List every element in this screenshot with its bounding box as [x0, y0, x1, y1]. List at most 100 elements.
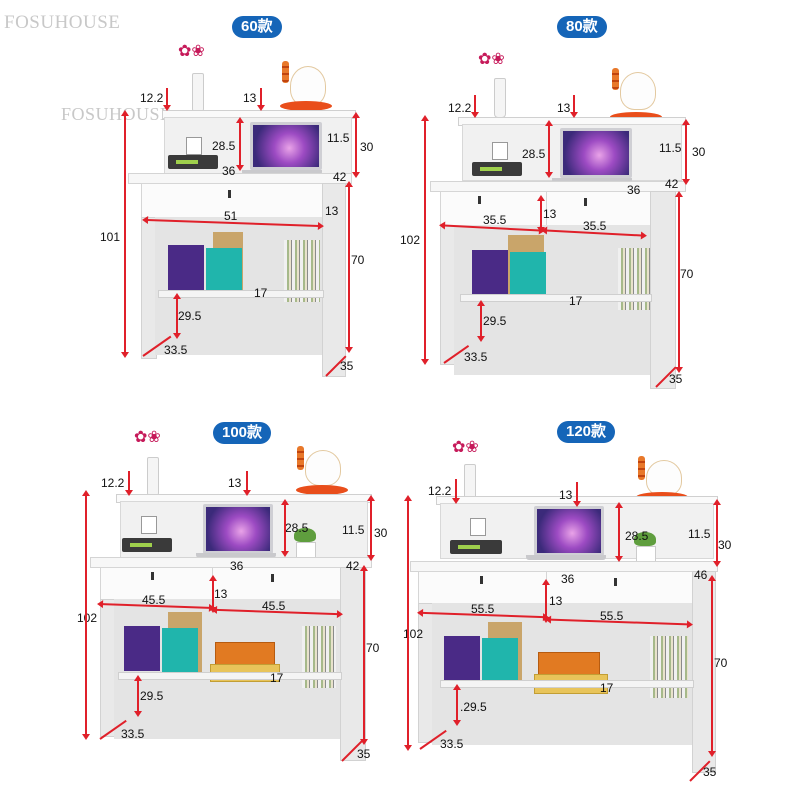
dim-shelf-gap: 17 [270, 671, 284, 685]
dim-drawer-height: 13 [549, 594, 563, 608]
dim-base-height: 70 [351, 253, 365, 267]
dim-arrow [545, 120, 553, 178]
dim-desk-depth: 36 [230, 559, 244, 573]
dim-hutch-height: 30 [692, 145, 706, 159]
vase-decor [494, 78, 506, 118]
dim-hutch-gap: 13 [557, 101, 571, 115]
drawer [141, 183, 324, 219]
dim-arrow [452, 479, 460, 504]
laptop-decor [534, 506, 604, 556]
lucky-cat-decor [290, 66, 326, 106]
cat-beads-decor [638, 456, 645, 480]
dim-arrow [542, 579, 550, 623]
shopping-bag-teal [162, 628, 198, 673]
dim-top-ledge: 12.2 [428, 484, 452, 498]
dim-arrow [345, 181, 353, 353]
laptop-decor [203, 504, 273, 554]
dim-arrow [121, 110, 129, 358]
dim-arrow [453, 684, 461, 726]
flower-decor: ✿❀ [452, 439, 479, 456]
dim-arrow [209, 575, 217, 613]
model-badge: 80款 [557, 16, 607, 38]
dim-drawer-height: 13 [325, 204, 339, 218]
dim-hutch-side-depth: 11.5 [327, 131, 350, 145]
dim-total-height: 102 [77, 611, 98, 625]
dim-base-depth: 35 [703, 765, 717, 779]
dim-side-depth: 33.5 [121, 727, 145, 741]
dim-arrow [134, 675, 142, 717]
flower-decor: ✿❀ [134, 429, 161, 446]
dim-top-ledge: 12.2 [140, 91, 164, 105]
dim-desk-depth: 36 [222, 164, 236, 178]
gift-box-orange [215, 642, 275, 668]
dim-side-depth: 33.5 [440, 737, 464, 751]
dim-top-depth: 42 [333, 170, 347, 184]
dim-arrow [367, 495, 375, 561]
drawer-lock-icon [480, 576, 483, 584]
dim-arrow [243, 471, 251, 496]
dim-drawer-width-right: 35.5 [583, 219, 607, 233]
register-display [480, 167, 502, 171]
cat-beads-decor [297, 446, 304, 470]
laptop-base [196, 553, 276, 558]
dim-hutch-gap: 13 [559, 488, 573, 502]
shopping-bag-teal [510, 252, 546, 297]
dim-shelf-height: 29.5 [178, 309, 202, 323]
laptop-decor [560, 128, 632, 178]
dim-drawer-width: 51 [224, 209, 238, 223]
plant-pot-decor [296, 542, 316, 558]
cat-cushion-decor [296, 485, 348, 495]
laptop-base [526, 555, 606, 560]
dim-drawer-height: 13 [543, 207, 557, 221]
flower-decor: ✿❀ [178, 43, 205, 60]
shopping-bag-purple [168, 245, 204, 290]
model-panel-120: 120款 ✿❀ 12.2 13 28.5 11.5 30 36 46 102 5… [400, 400, 800, 800]
drawer-lock-icon [271, 574, 274, 582]
shelf [118, 672, 342, 680]
books-decor [650, 636, 688, 698]
model-badge: 120款 [557, 421, 616, 443]
side-panel-right [340, 567, 366, 761]
dim-shelf-height: 29.5 [483, 314, 507, 328]
dim-arrow [713, 499, 721, 567]
laptop-base [242, 170, 322, 175]
vase-decor [147, 457, 159, 497]
shelf [460, 294, 652, 302]
dim-base-height: 70 [714, 656, 728, 670]
dim-hutch-height: 30 [360, 140, 374, 154]
dim-base-depth: 35 [340, 359, 354, 373]
receipt-decor [470, 518, 486, 536]
dim-arrow [471, 95, 479, 118]
dim-base-depth: 35 [357, 747, 371, 761]
dim-arrow [173, 293, 181, 339]
plant-decor [634, 532, 656, 546]
receipt-decor [141, 516, 157, 534]
laptop-base [552, 178, 632, 183]
dim-arrow [615, 502, 623, 562]
register-display [458, 545, 480, 549]
shopping-bag-purple [472, 250, 508, 295]
dim-hutch-inner-height: 28.5 [625, 529, 649, 543]
plant-decor [294, 528, 316, 542]
shopping-bag-purple [124, 626, 160, 671]
shopping-bag-teal [206, 248, 242, 293]
model-panel-100: 100款 ✿❀ 12.2 13 28.5 11.5 30 36 42 102 4… [0, 400, 400, 800]
dim-hutch-gap: 13 [243, 91, 257, 105]
laptop-decor [250, 122, 322, 170]
dim-arrow [477, 300, 485, 342]
drawer-lock-icon [151, 572, 154, 580]
dim-arrow [360, 565, 368, 745]
dim-arrow [352, 112, 360, 178]
dim-base-height: 70 [366, 641, 380, 655]
model-badge: 100款 [213, 422, 272, 444]
lucky-cat-decor [646, 460, 682, 496]
dim-shelf-gap: 17 [600, 681, 614, 695]
dim-shelf-gap: 17 [254, 286, 268, 300]
dim-drawer-width-left: 55.5 [471, 602, 495, 616]
model-panel-80: 80款 ✿❀ 12.2 13 28.5 11.5 30 36 42 102 35… [400, 0, 800, 400]
lucky-cat-decor [620, 72, 656, 110]
shopping-bag-purple [444, 636, 480, 681]
dim-arrow [82, 490, 90, 740]
dim-hutch-inner-height: 28.5 [212, 139, 236, 153]
dim-side-depth: 33.5 [164, 343, 188, 357]
